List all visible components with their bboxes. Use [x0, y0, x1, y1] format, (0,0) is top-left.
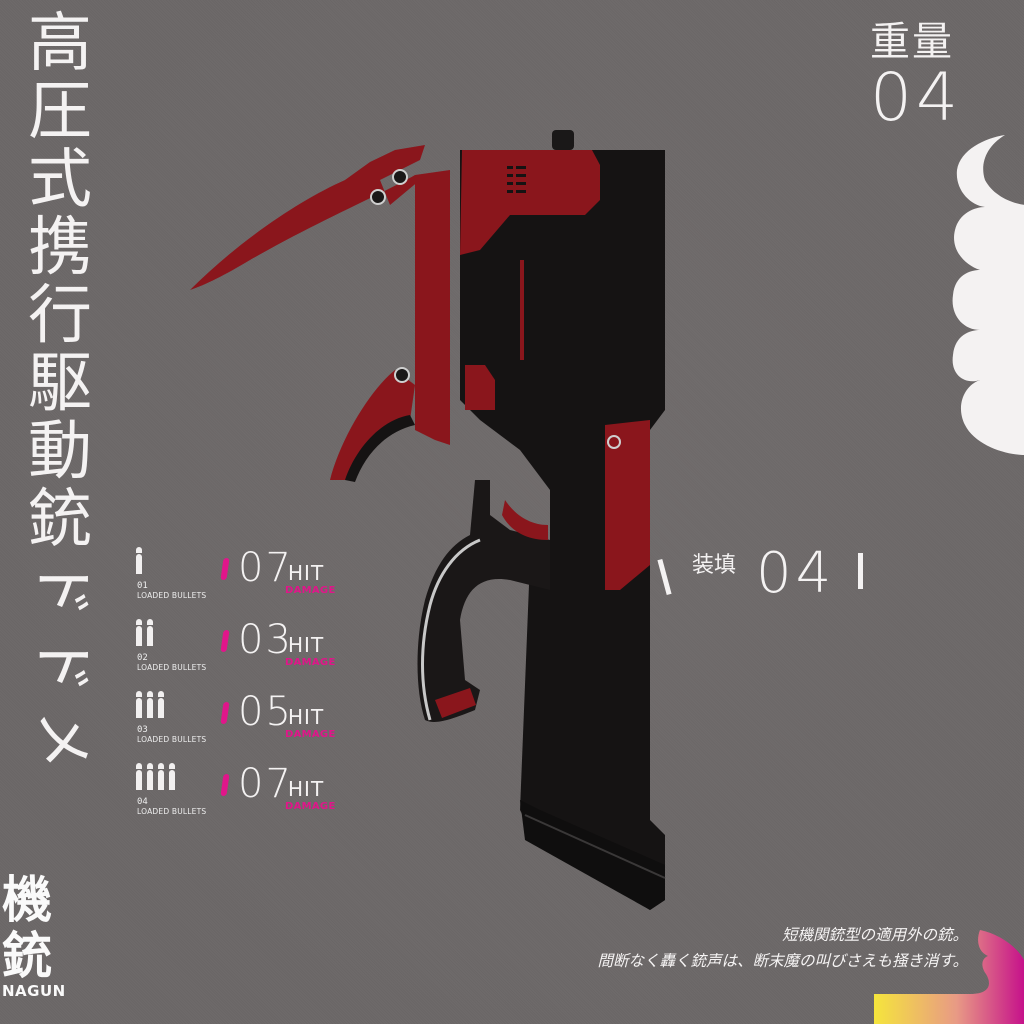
- hit-value: 05: [238, 689, 293, 735]
- description-line: 間断なく轟く銃声は、断末魔の叫びさえも掻き消す。: [597, 952, 968, 970]
- damage-stats: 01 LOADED BULLETS 07 HIT DAMAGE 02 LOADE…: [136, 545, 356, 836]
- bullet-icon: [158, 763, 164, 790]
- weapon-title-vertical: 高 圧 式 携 行 駆 動 銃: [24, 10, 96, 554]
- description-line: 短機関銃型の適用外の銃。: [781, 926, 968, 944]
- bullet-icon: [158, 691, 164, 718]
- name-char: ド: [27, 634, 97, 694]
- loaded-label: LOADED BULLETS: [137, 591, 207, 600]
- hit-value: 07: [238, 761, 293, 807]
- title-char: 銃: [28, 483, 92, 557]
- damage-label: DAMAGE: [285, 729, 336, 740]
- bullet-icons: [136, 547, 142, 574]
- title-char: 式: [28, 143, 92, 217]
- title-char: 動: [28, 415, 92, 489]
- weight-value: 04: [870, 59, 962, 136]
- damage-label: DAMAGE: [285, 801, 336, 812]
- loaded-label: LOADED BULLETS: [137, 735, 207, 744]
- bullet-icon: [147, 619, 153, 646]
- weapon-description: 短機関銃型の適用外の銃。 間断なく轟く銃声は、断末魔の叫びさえも掻き消す。: [598, 922, 968, 974]
- loaded-label: LOADED BULLETS: [137, 807, 207, 816]
- load-bracket-right: [858, 553, 863, 589]
- stat-row: 02 LOADED BULLETS 03 HIT DAMAGE: [136, 617, 356, 692]
- badge-char: 機: [2, 871, 52, 929]
- gradient-flame-decoration: [874, 930, 1024, 1024]
- loaded-count: 02: [137, 653, 148, 663]
- badge-char: 銃: [2, 927, 52, 985]
- bullet-icon: [136, 691, 142, 718]
- stat-row: 03 LOADED BULLETS 05 HIT DAMAGE: [136, 689, 356, 764]
- loaded-count: 03: [137, 725, 148, 735]
- loaded-label: LOADED BULLETS: [137, 663, 207, 672]
- damage-label: DAMAGE: [285, 657, 336, 668]
- hit-unit: HIT: [288, 705, 325, 729]
- loaded-count: 01: [137, 581, 148, 591]
- load-label: 装填: [692, 553, 737, 578]
- bullet-icons: [136, 619, 153, 646]
- title-char: 高: [28, 7, 92, 81]
- hit-unit: HIT: [288, 633, 325, 657]
- badge-english: NAGUN: [2, 982, 66, 1000]
- category-badge: 機 銃 NAGUN: [2, 871, 66, 1000]
- title-char: 行: [28, 279, 92, 353]
- bullet-icon: [136, 547, 142, 574]
- title-char: 駆: [28, 347, 92, 421]
- bullet-icon: [147, 691, 153, 718]
- weapon-illustration: [190, 130, 666, 910]
- title-char: 携: [28, 211, 92, 285]
- bullet-icon: [136, 619, 142, 646]
- bullet-icon: [169, 763, 175, 790]
- hit-unit: HIT: [288, 561, 325, 585]
- bullet-icons: [136, 763, 175, 790]
- bullet-icons: [136, 691, 164, 718]
- bullet-icon: [147, 763, 153, 790]
- hit-value: 03: [238, 617, 293, 663]
- load-value: 04: [756, 541, 836, 606]
- hit-unit: HIT: [288, 777, 325, 801]
- name-char: メ: [27, 710, 97, 770]
- bullet-icon: [136, 763, 142, 790]
- weapon-name-vertical: ド ド メ: [27, 550, 97, 778]
- stat-row: 01 LOADED BULLETS 07 HIT DAMAGE: [136, 545, 356, 620]
- damage-label: DAMAGE: [285, 585, 336, 596]
- weight-label: 重量: [870, 19, 954, 65]
- loaded-count: 04: [137, 797, 148, 807]
- hit-value: 07: [238, 545, 293, 591]
- stat-row: 04 LOADED BULLETS 07 HIT DAMAGE: [136, 761, 356, 836]
- flame-icon: [952, 135, 1024, 455]
- title-char: 圧: [28, 75, 92, 149]
- weight-stat: 重量 04: [870, 20, 962, 132]
- name-char: ド: [27, 558, 97, 618]
